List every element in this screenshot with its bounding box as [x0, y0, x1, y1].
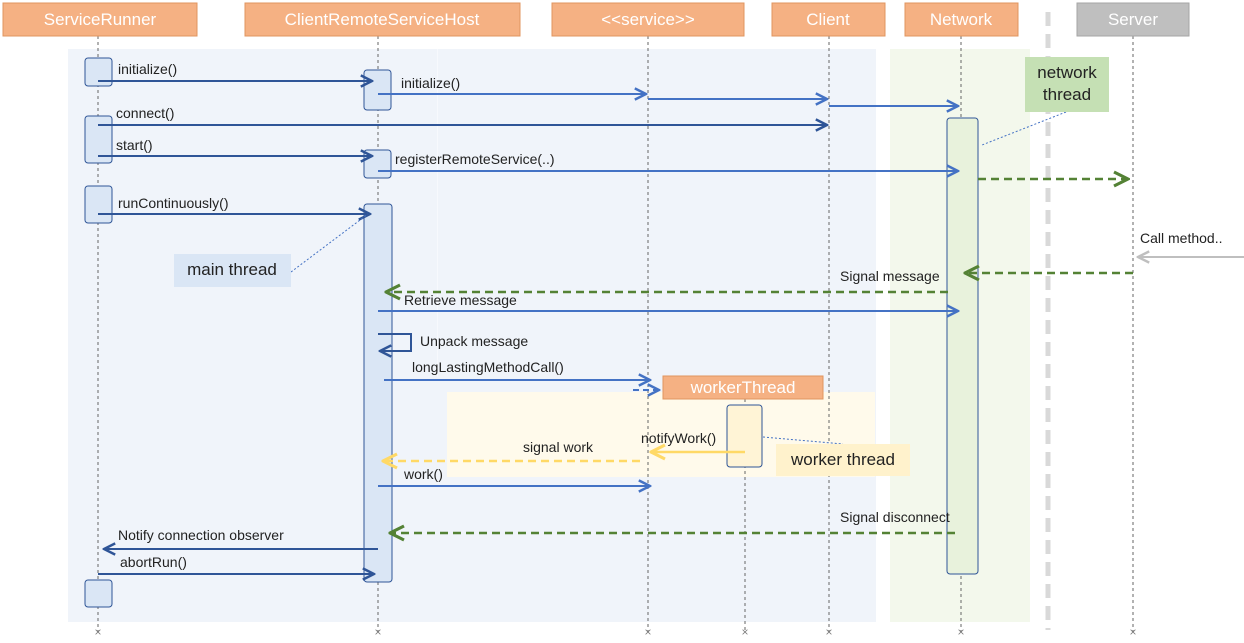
- message-label: Notify connection observer: [118, 527, 284, 543]
- activation-worker-thread: [726, 404, 763, 468]
- message-label: Call method..: [1140, 230, 1222, 246]
- note-line: thread: [1043, 85, 1091, 104]
- actor-server[interactable]: Server: [1076, 2, 1190, 37]
- message-signal-disconnect[interactable]: Signal disconnect: [390, 509, 955, 533]
- message-work[interactable]: work(): [378, 466, 650, 486]
- actor-client-remote-service-host[interactable]: ClientRemoteServiceHost: [244, 2, 521, 37]
- message-label: initialize(): [118, 61, 177, 77]
- activation-host-main: [363, 203, 393, 583]
- message-label: start(): [116, 137, 153, 153]
- message-retrieve-message[interactable]: Retrieve message: [378, 292, 958, 311]
- actor-label: ClientRemoteServiceHost: [285, 10, 480, 29]
- message-initialize-1[interactable]: initialize(): [98, 61, 372, 81]
- message-connect[interactable]: connect(): [98, 105, 827, 125]
- message-call-method[interactable]: Call method..: [1138, 230, 1244, 257]
- actor-label: Server: [1108, 10, 1158, 29]
- activation-network: [946, 117, 979, 575]
- actor-worker-thread[interactable]: workerThread: [662, 375, 824, 400]
- actor-client[interactable]: Client: [771, 2, 886, 37]
- message-start[interactable]: start(): [98, 137, 372, 156]
- message-notify-connection-observer[interactable]: Notify connection observer: [104, 527, 378, 549]
- message-label: Unpack message: [420, 333, 528, 349]
- message-abort-run[interactable]: abortRun(): [98, 554, 374, 574]
- actor-service[interactable]: <<service>>: [551, 2, 745, 37]
- message-signal-work[interactable]: signal work: [383, 439, 640, 461]
- message-label: Signal message: [840, 268, 940, 284]
- message-label: registerRemoteService(..): [395, 151, 555, 167]
- actor-service-runner[interactable]: ServiceRunner: [2, 2, 198, 37]
- activation-host: [363, 69, 392, 111]
- message-notify-work[interactable]: notifyWork(): [641, 430, 745, 452]
- note-line: main thread: [187, 260, 277, 279]
- activation-service-runner: [84, 185, 113, 224]
- message-label: notifyWork(): [641, 430, 716, 446]
- message-run-continuously[interactable]: runContinuously(): [98, 195, 370, 214]
- message-label: connect(): [116, 105, 174, 121]
- activation-service-runner: [84, 115, 113, 164]
- message-label: runContinuously(): [118, 195, 229, 211]
- message-label: initialize(): [401, 75, 460, 91]
- actor-label: <<service>>: [601, 10, 695, 29]
- actor-label: Network: [930, 10, 993, 29]
- note-worker-thread: worker thread: [762, 436, 910, 476]
- actor-label: workerThread: [690, 378, 796, 397]
- actor-network[interactable]: Network: [904, 2, 1019, 37]
- message-label: signal work: [523, 439, 594, 455]
- message-initialize-2[interactable]: initialize(): [378, 75, 958, 106]
- actor-label: Client: [806, 10, 850, 29]
- message-label: abortRun(): [120, 554, 187, 570]
- activation-service-runner: [84, 579, 113, 608]
- message-signal-message[interactable]: Signal message: [386, 268, 1133, 292]
- note-network-thread: network thread: [981, 57, 1109, 146]
- note-line: network: [1037, 63, 1097, 82]
- message-label: longLastingMethodCall(): [412, 359, 564, 375]
- main-thread-region-divider: [437, 49, 438, 377]
- message-unpack-message[interactable]: Unpack message: [378, 333, 528, 351]
- note-main-thread: main thread: [174, 213, 369, 287]
- message-long-lasting-method-call[interactable]: longLastingMethodCall(): [384, 359, 659, 390]
- activation-service-runner: [84, 57, 113, 87]
- activation-host: [363, 149, 392, 179]
- note-line: worker thread: [790, 450, 895, 469]
- actor-label: ServiceRunner: [44, 10, 157, 29]
- message-label: Retrieve message: [404, 292, 517, 308]
- message-label: work(): [403, 466, 443, 482]
- message-label: Signal disconnect: [840, 509, 950, 525]
- message-register-remote-service[interactable]: registerRemoteService(..): [378, 151, 958, 171]
